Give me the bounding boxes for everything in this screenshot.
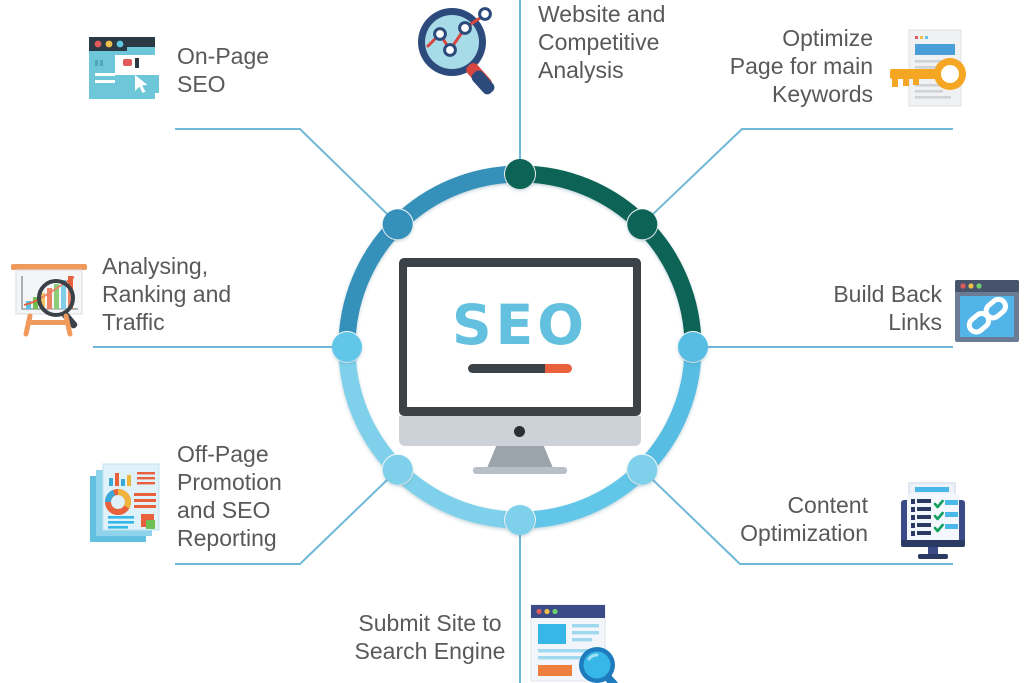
node-group (332, 159, 708, 535)
connector-off-page-promotion (175, 468, 399, 565)
connector-group (93, 0, 953, 683)
ring-segment-build-back-links (636, 346, 702, 476)
monitor-screen: SEO (407, 267, 633, 407)
node-content-optimization[interactable] (627, 454, 658, 485)
label-submit-site: Submit Site to Search Engine (354, 610, 506, 665)
key-document-icon (890, 29, 966, 107)
page-magnifier-icon (530, 604, 618, 683)
ring-segment-website-analysis (519, 165, 649, 231)
magnifier-chart-icon (418, 7, 495, 95)
connector-content-optimization (641, 468, 953, 565)
label-optimize-keywords: Optimize Page for main Keywords (729, 25, 873, 108)
ring-segment-optimize-keywords (636, 218, 702, 348)
node-analysing-ranking[interactable] (332, 332, 362, 362)
label-build-back-links: Build Back Links (833, 281, 942, 336)
seo-screen-text: SEO (452, 292, 588, 357)
node-website-analysis[interactable] (505, 159, 535, 189)
reports-stack-icon (90, 463, 160, 542)
monitor-power-dot (514, 426, 525, 437)
ring-segment-content-optimization (519, 463, 649, 529)
node-optimize-keywords[interactable] (627, 209, 658, 240)
monitor-stand-base (473, 467, 567, 474)
chain-link-browser-icon (955, 280, 1019, 342)
progress-bar (468, 363, 572, 373)
ring-segment-analysing-ranking (338, 218, 404, 348)
easel-bar-chart-icon (11, 264, 87, 337)
label-website-analysis: Website and Competitive Analysis (538, 1, 666, 84)
node-off-page-promotion[interactable] (382, 454, 413, 485)
node-submit-site[interactable] (505, 505, 535, 535)
connector-on-page-seo (175, 128, 399, 226)
center-monitor: SEO (399, 258, 641, 474)
label-on-page-seo: On-Page SEO (177, 43, 270, 98)
label-off-page-promotion: Off-Page Promotion and SEO Reporting (177, 441, 282, 552)
ring-segment-submit-site (391, 463, 521, 529)
connector-optimize-keywords (641, 128, 953, 226)
checklist-monitor-icon (901, 482, 965, 559)
monitor-stand-neck (487, 446, 553, 468)
ring-segment-on-page-seo (391, 165, 521, 231)
node-build-back-links[interactable] (678, 332, 708, 362)
label-content-optimization: Content Optimization (740, 492, 868, 547)
monitor-bezel: SEO (399, 258, 641, 416)
browser-cursor-icon (89, 37, 159, 99)
node-on-page-seo[interactable] (382, 209, 413, 240)
label-analysing-ranking: Analysing, Ranking and Traffic (102, 253, 232, 336)
